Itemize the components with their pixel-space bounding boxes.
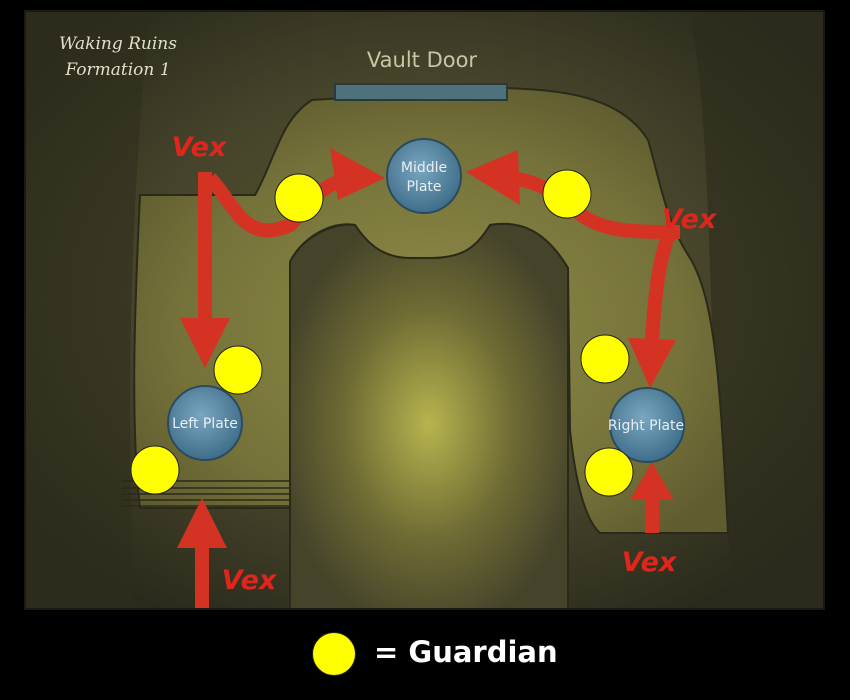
legend: = Guardian: [312, 630, 572, 676]
vex-arrowhead-left-to-middle: [330, 148, 385, 200]
left-wall: [25, 11, 150, 609]
left-plate-label: Left Plate: [172, 416, 238, 432]
middle-plate-label-line2: Plate: [406, 179, 441, 195]
map-frame: [24, 10, 825, 610]
guardian-marker: [542, 169, 592, 219]
guardian-marker: [584, 447, 634, 497]
vex-arrowhead-bottom-left-up: [177, 498, 227, 548]
right-plate-label: Right Plate: [608, 418, 684, 434]
map-title-line2: Formation 1: [64, 60, 170, 80]
guardian-legend-icon: [312, 632, 356, 676]
vex-arrowhead-right-down: [628, 338, 676, 388]
vex-label-bottom-right: Vex: [622, 547, 678, 578]
guardian-marker: [580, 334, 630, 384]
right-plate: [609, 387, 685, 463]
vault-door-label: Vault Door: [367, 48, 478, 72]
central-pit: [289, 222, 569, 610]
vex-arrowhead-right-to-middle: [466, 150, 520, 205]
vex-arrow-right-down: [645, 229, 677, 341]
vex-arrowhead-bottom-right-up: [630, 462, 674, 500]
vault-door: [334, 83, 508, 101]
map-title-line1: Waking Ruins: [59, 34, 177, 54]
guardian-marker: [274, 173, 324, 223]
guardian-marker: [213, 345, 263, 395]
vex-label-right: Vex: [662, 204, 718, 235]
middle-plate-label-line1: Middle: [401, 160, 447, 176]
guardian-marker: [130, 445, 180, 495]
vex-arrowhead-left-down: [180, 318, 230, 368]
vex-label-bottom-left: Vex: [222, 565, 278, 596]
legend-label: = Guardian: [374, 635, 558, 669]
vex-label-top-left: Vex: [172, 132, 228, 163]
middle-plate: [386, 138, 462, 214]
left-plate: [167, 385, 243, 461]
